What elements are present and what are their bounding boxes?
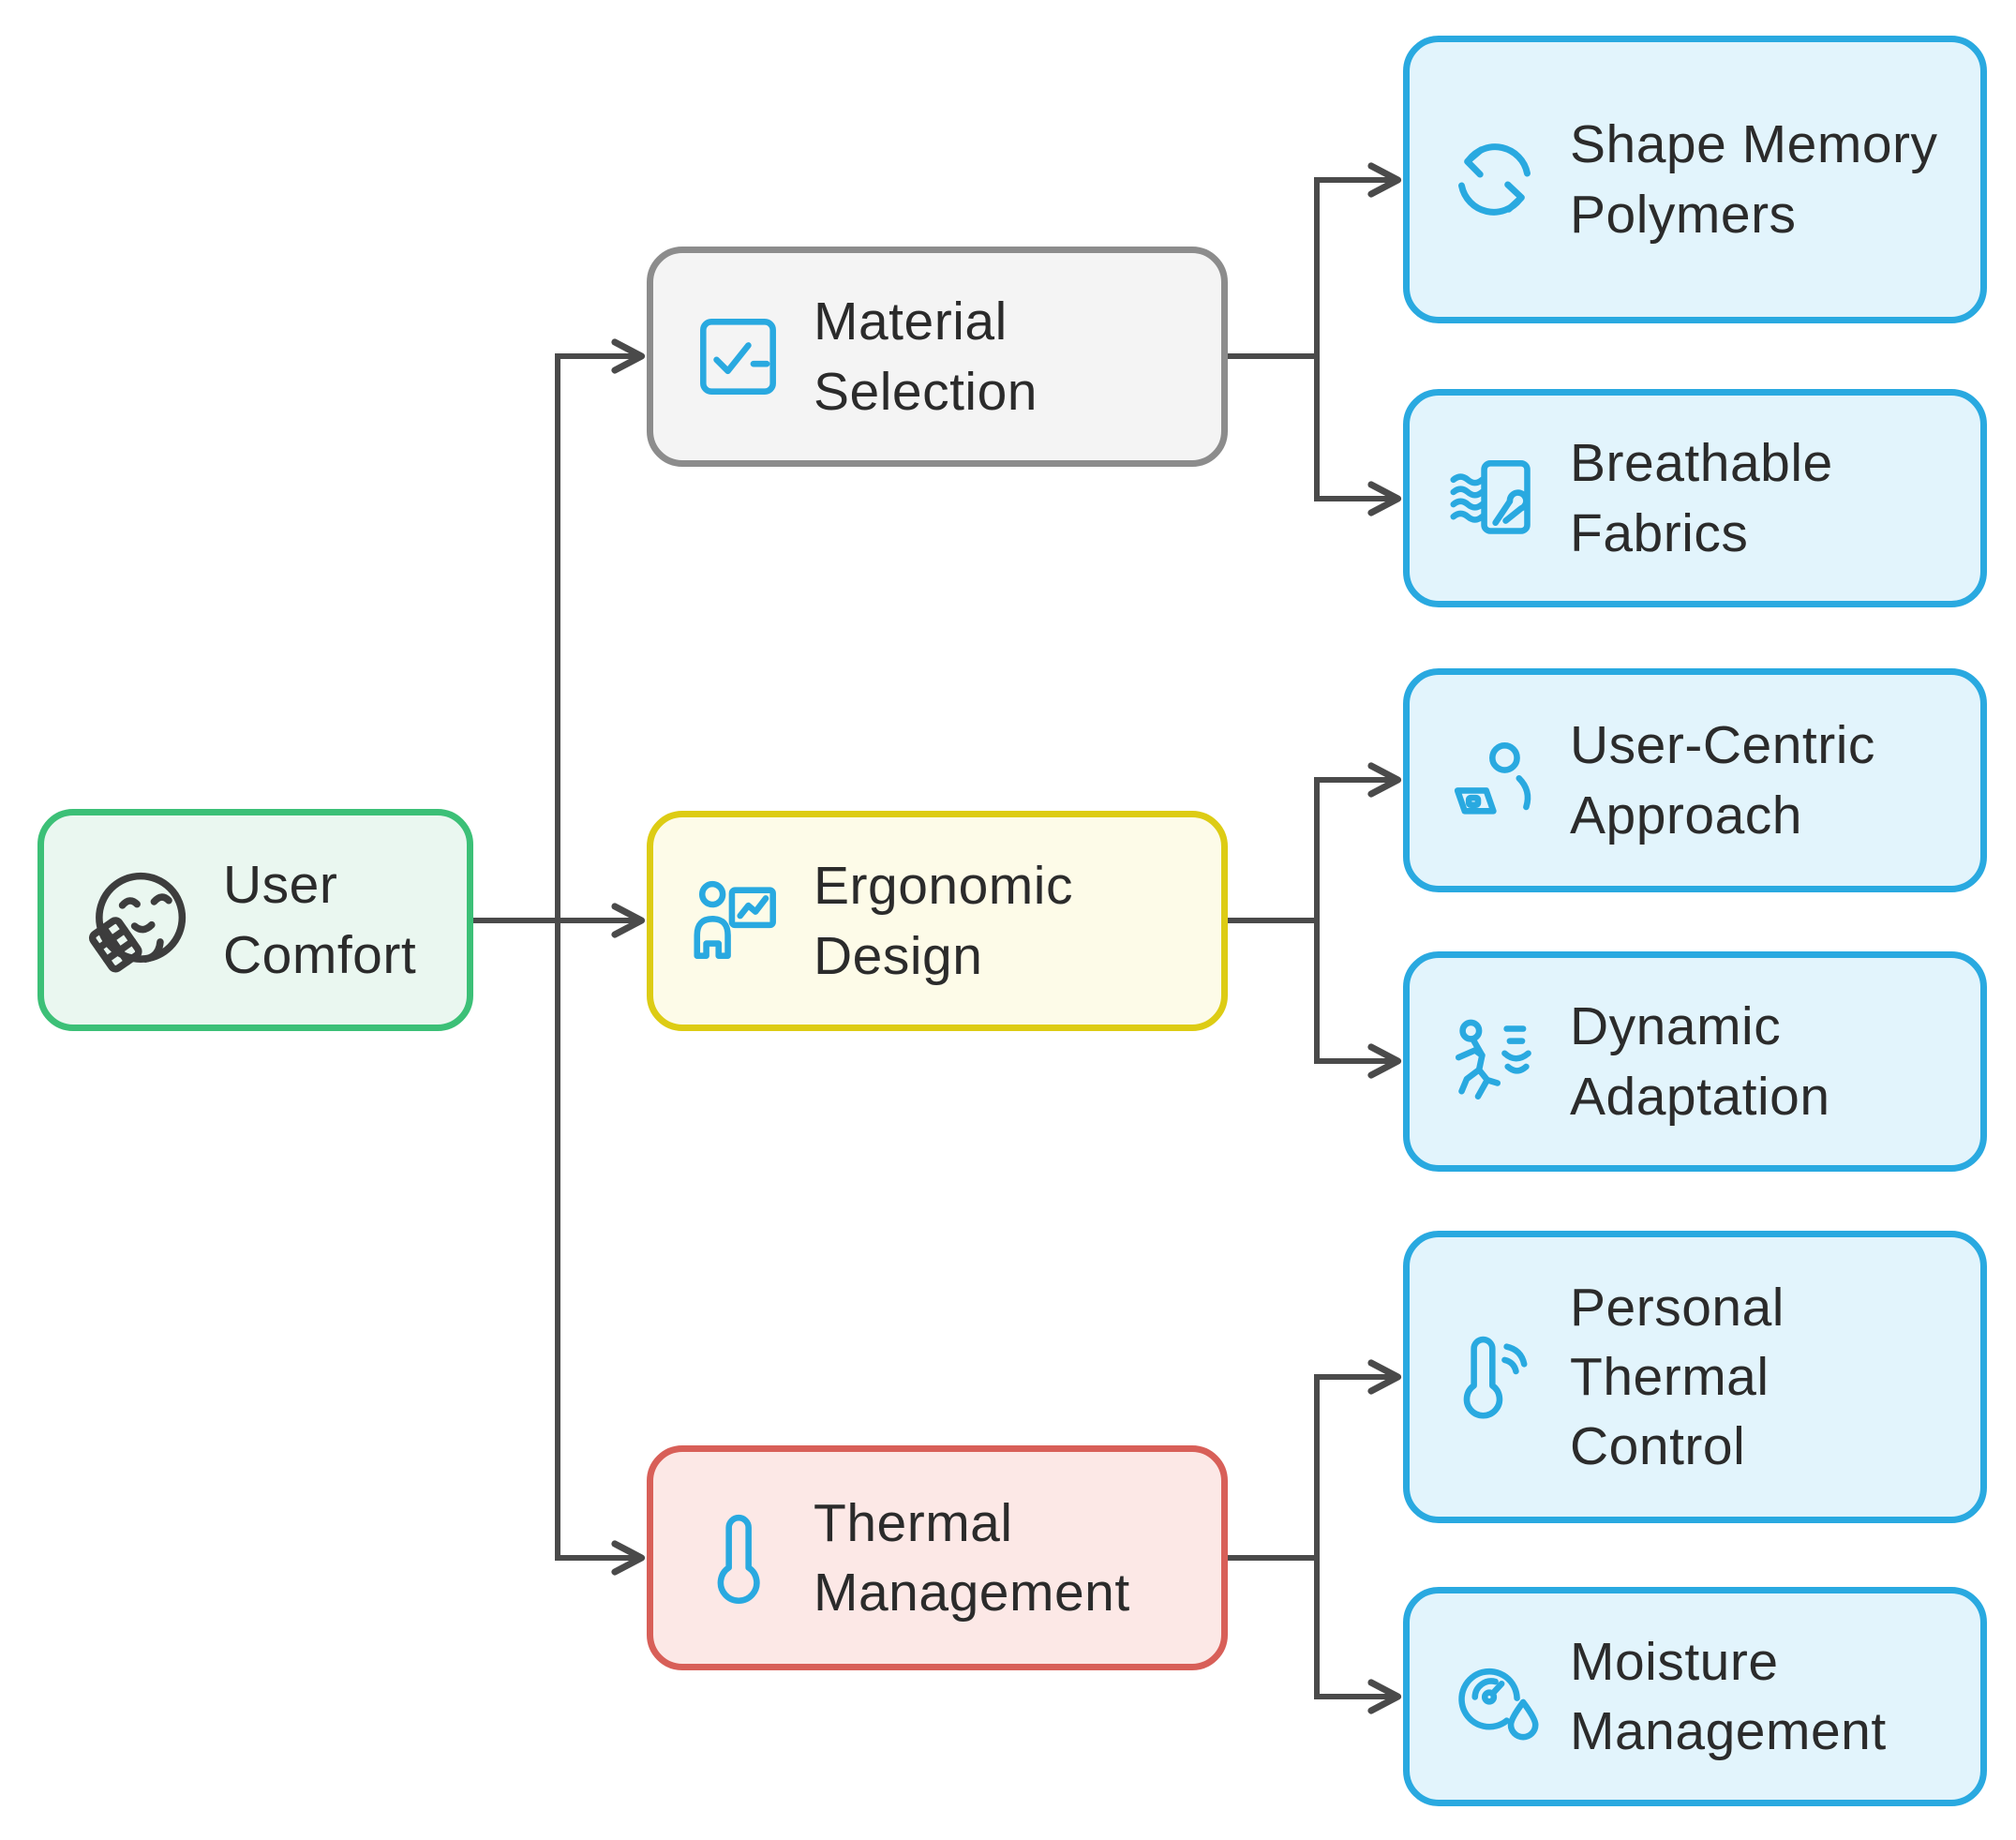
node-label: Material Selection <box>814 292 1038 422</box>
checkbox-icon <box>689 307 787 406</box>
node-breathable-fabrics: Breathable Fabrics <box>1403 389 1987 607</box>
person-presentation-icon <box>689 872 787 970</box>
node-material-selection: Material Selection <box>647 247 1228 467</box>
node-label: Dynamic Adaptation <box>1570 996 1830 1127</box>
node-ergonomic-design: Ergonomic Design <box>647 811 1228 1031</box>
runner-signal-icon <box>1445 1012 1544 1111</box>
node-label: Ergonomic Design <box>814 856 1073 986</box>
thermometer-signal-icon <box>1445 1328 1544 1427</box>
node-label: Breathable Fabrics <box>1570 433 1833 563</box>
node-label: Shape Memory Polymers <box>1570 114 1938 245</box>
fabric-airflow-icon <box>1445 449 1544 547</box>
node-user-centric-approach: User-Centric Approach <box>1403 668 1987 892</box>
node-label: User Comfort <box>223 855 417 985</box>
sync-arrows-icon <box>1445 130 1544 229</box>
node-label: Personal Thermal Control <box>1570 1277 1785 1477</box>
node-dynamic-adaptation: Dynamic Adaptation <box>1403 951 1987 1172</box>
node-shape-memory-polymers: Shape Memory Polymers <box>1403 36 1987 323</box>
comfort-smiley-icon <box>80 861 197 979</box>
thermometer-icon <box>689 1509 787 1608</box>
node-personal-thermal-control: Personal Thermal Control <box>1403 1231 1987 1523</box>
node-moisture-management: Moisture Management <box>1403 1587 1987 1806</box>
node-user-comfort: User Comfort <box>37 809 473 1031</box>
node-label: Thermal Management <box>814 1492 1130 1623</box>
node-label: Moisture Management <box>1570 1631 1887 1761</box>
node-label: User-Centric Approach <box>1570 715 1875 845</box>
node-thermal-management: Thermal Management <box>647 1445 1228 1670</box>
person-laptop-icon <box>1445 731 1544 830</box>
gauge-droplet-icon <box>1445 1648 1544 1746</box>
